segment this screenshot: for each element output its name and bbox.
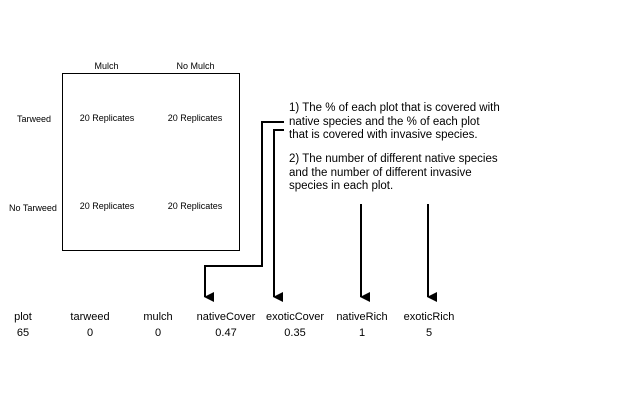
col-nativerich: nativeRich bbox=[336, 311, 388, 323]
col-tarweed: tarweed bbox=[70, 311, 110, 323]
cell-tarweed-mulch: 20 Replicates bbox=[79, 113, 135, 123]
col-nativecover: nativeCover bbox=[196, 311, 256, 323]
row-header-tarweed: Tarweed bbox=[17, 114, 52, 124]
note-cover-line-2: native species and the % of each plot bbox=[289, 115, 480, 128]
arrow-to-nativecover bbox=[204, 121, 284, 302]
col-plot: plot bbox=[14, 311, 32, 323]
col-exoticrich: exoticRich bbox=[403, 311, 455, 323]
note-richness-line-3: species in each plot. bbox=[289, 180, 394, 192]
note-cover: 1) The % of each plot that is covered wi… bbox=[289, 102, 500, 143]
note-cover-line-1: 1) The % of each plot that is covered wi… bbox=[289, 102, 500, 114]
col-mulch: mulch bbox=[143, 311, 173, 323]
cell-no-tarweed-mulch: 20 Replicates bbox=[79, 201, 135, 211]
row-header-no-tarweed: No Tarweed bbox=[9, 203, 57, 213]
note-richness-line-2: and the number of different invasive bbox=[289, 166, 472, 179]
cell-tarweed-no-mulch: 20 Replicates bbox=[167, 113, 223, 123]
value-exoticcover: 0.35 bbox=[284, 327, 306, 339]
arrow-to-exoticcover bbox=[273, 129, 284, 302]
col-header-no-mulch: No Mulch bbox=[176, 61, 215, 71]
design-matrix: 20 Replicates 20 Replicates 20 Replicate… bbox=[62, 73, 240, 251]
col-exoticcover: exoticCover bbox=[265, 311, 325, 323]
note-cover-line-3: that is covered with invasive species. bbox=[289, 129, 478, 141]
note-richness-line-1: 2) The number of different native specie… bbox=[289, 153, 498, 165]
value-exoticrich: 5 bbox=[425, 327, 433, 339]
value-tarweed: 0 bbox=[86, 327, 94, 339]
value-nativerich: 1 bbox=[358, 327, 366, 339]
value-plot: 65 bbox=[16, 327, 30, 339]
note-richness: 2) The number of different native specie… bbox=[289, 153, 498, 194]
col-header-mulch: Mulch bbox=[94, 61, 119, 71]
value-mulch: 0 bbox=[154, 327, 162, 339]
cell-no-tarweed-no-mulch: 20 Replicates bbox=[167, 201, 223, 211]
value-nativecover: 0.47 bbox=[215, 327, 237, 339]
